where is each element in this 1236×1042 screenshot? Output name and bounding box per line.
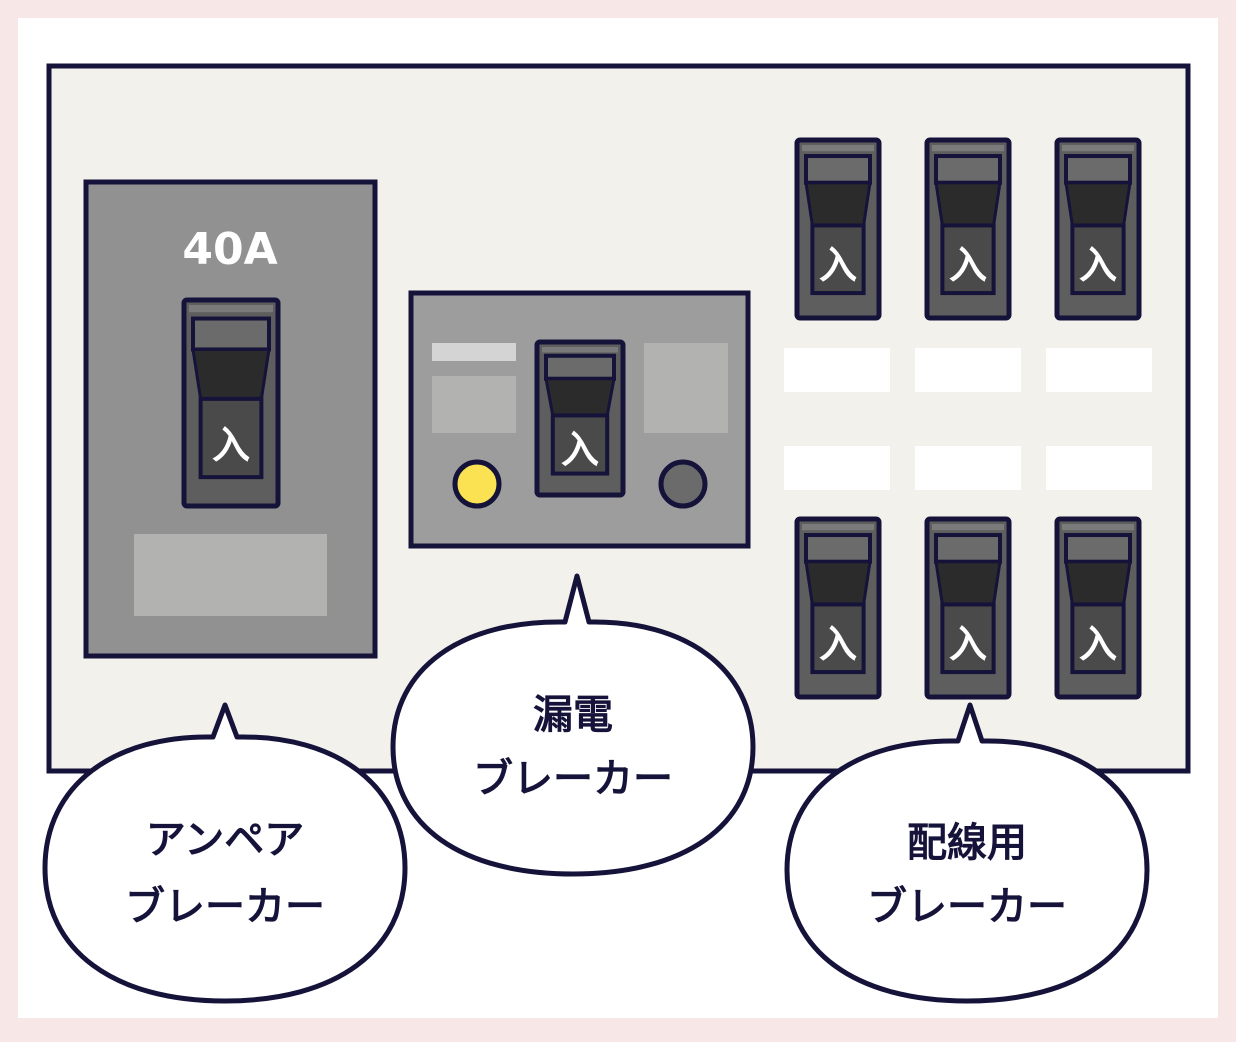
switch-handle — [1064, 181, 1132, 227]
switch-handle-face — [940, 602, 996, 675]
switch-handle — [191, 347, 271, 401]
elb-label-plate-left — [432, 376, 516, 433]
branch-switch[interactable]: 入 — [1054, 516, 1142, 700]
switch-on-label: 入 — [819, 243, 857, 287]
test-indicator-icon[interactable] — [452, 459, 502, 509]
switch-on-label: 入 — [561, 427, 599, 471]
earth-leakage-breaker: 入 — [408, 290, 751, 549]
switch-handle — [804, 181, 872, 227]
ampere-label-plate — [134, 534, 327, 616]
switch-handle — [934, 560, 1002, 606]
switch-on-label: 入 — [949, 243, 987, 287]
switch-handle — [804, 560, 872, 606]
blank-circuit-label — [915, 446, 1021, 490]
blank-circuit-label — [1046, 348, 1152, 392]
elb-label-strip — [432, 343, 516, 361]
elb-label-plate-right — [644, 343, 728, 433]
speech-bubble-shape — [390, 573, 756, 877]
switch-top-strip — [1062, 145, 1134, 152]
switch-top-strip — [1062, 524, 1134, 531]
speech-bubble-shape — [784, 702, 1150, 1004]
callout-earth-leakage-line-2: ブレーカー — [473, 756, 673, 802]
ampere-breaker-switch[interactable]: 入 — [181, 297, 281, 509]
branch-switch[interactable]: 入 — [1054, 137, 1142, 321]
switch-handle — [1064, 560, 1132, 606]
earth-leakage-switch[interactable]: 入 — [534, 339, 626, 498]
ampere-rating-label: 40A — [182, 224, 277, 275]
switch-top-block — [804, 154, 872, 185]
switch-top-block — [934, 533, 1002, 564]
switch-top-strip — [932, 145, 1004, 152]
branch-breakers: 入 入 入 入 入 入 — [784, 137, 1152, 700]
switch-top-block — [934, 154, 1002, 185]
blank-circuit-label — [1046, 446, 1152, 490]
branch-switch[interactable]: 入 — [924, 137, 1012, 321]
switch-on-label: 入 — [1079, 243, 1117, 287]
switch-handle — [934, 181, 1002, 227]
switch-handle-face — [550, 413, 610, 476]
switch-handle — [544, 377, 616, 417]
switch-top-strip — [802, 145, 874, 152]
switch-handle-face — [1070, 602, 1126, 675]
switch-top-strip — [802, 524, 874, 531]
branch-switch[interactable]: 入 — [794, 137, 882, 321]
blank-circuit-label — [784, 348, 890, 392]
switch-handle-face — [1070, 223, 1126, 296]
blank-circuit-label — [784, 446, 890, 490]
switch-on-label: 入 — [212, 423, 250, 467]
switch-top-strip — [542, 347, 618, 353]
switch-top-strip — [932, 524, 1004, 531]
callout-wiring: 配線用 ブレーカー — [784, 702, 1150, 1004]
switch-top-block — [1064, 533, 1132, 564]
callout-ampere: アンペア ブレーカー — [42, 702, 408, 1004]
callout-ampere-line-1: アンペア — [146, 817, 304, 863]
speech-bubble-shape — [42, 702, 408, 1004]
callout-earth-leakage-line-1: 漏電 — [533, 692, 613, 738]
ampere-breaker: 40A 入 — [83, 179, 378, 659]
switch-top-block — [191, 316, 271, 352]
callout-wiring-line-2: ブレーカー — [867, 884, 1067, 930]
callout-wiring-line-1: 配線用 — [907, 820, 1027, 866]
switch-handle-face — [940, 223, 996, 296]
switch-handle-face — [198, 396, 264, 480]
switch-top-block — [544, 353, 616, 381]
branch-switch[interactable]: 入 — [924, 516, 1012, 700]
callout-ampere-line-2: ブレーカー — [125, 884, 325, 930]
reset-button-icon[interactable] — [658, 459, 708, 509]
switch-on-label: 入 — [819, 622, 857, 666]
callout-earth-leakage: 漏電 ブレーカー — [390, 573, 756, 877]
switch-handle-face — [810, 602, 866, 675]
switch-top-block — [1064, 154, 1132, 185]
switch-on-label: 入 — [1079, 622, 1117, 666]
switch-top-strip — [189, 305, 273, 313]
switch-top-block — [804, 533, 872, 564]
branch-switch[interactable]: 入 — [794, 516, 882, 700]
switch-handle-face — [810, 223, 866, 296]
blank-circuit-label — [915, 348, 1021, 392]
switch-on-label: 入 — [949, 622, 987, 666]
